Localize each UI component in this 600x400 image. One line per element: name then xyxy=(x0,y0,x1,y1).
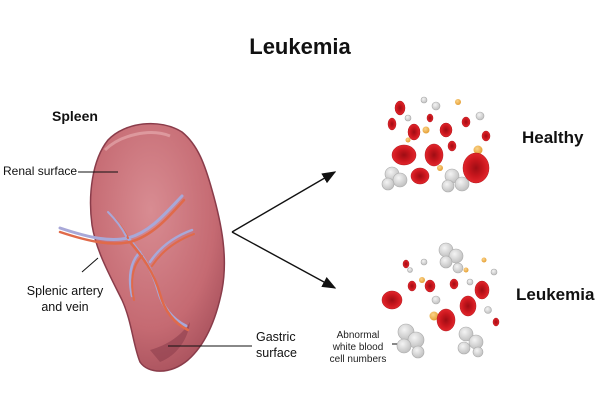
leukemia-blood-cluster xyxy=(381,242,500,359)
splenic-artery-label: Splenic artery xyxy=(26,284,104,298)
spleen-organ xyxy=(89,122,226,372)
splenic-vessels xyxy=(58,194,195,332)
arrows xyxy=(231,171,337,289)
leukemia-title: Leukemia xyxy=(516,285,595,304)
abnormal-annotation-line2: white blood xyxy=(332,342,384,353)
gastric-label-line2: surface xyxy=(256,346,297,360)
healthy-title: Healthy xyxy=(522,128,584,147)
abnormal-annotation-line3: cell numbers xyxy=(329,354,387,365)
spleen-title: Spleen xyxy=(52,108,98,124)
splenic-vein-label: and vein xyxy=(41,300,89,314)
renal-surface-label: Renal surface xyxy=(3,164,78,178)
diagram-title: Leukemia xyxy=(249,34,351,59)
healthy-blood-cluster xyxy=(381,96,491,193)
abnormal-annotation-line1: Abnormal xyxy=(336,330,380,341)
arrow-to-leukemia xyxy=(231,231,337,289)
artery-leader-line xyxy=(81,257,99,273)
arrow-to-healthy xyxy=(231,171,337,233)
gastric-label-line1: Gastric xyxy=(256,330,296,344)
